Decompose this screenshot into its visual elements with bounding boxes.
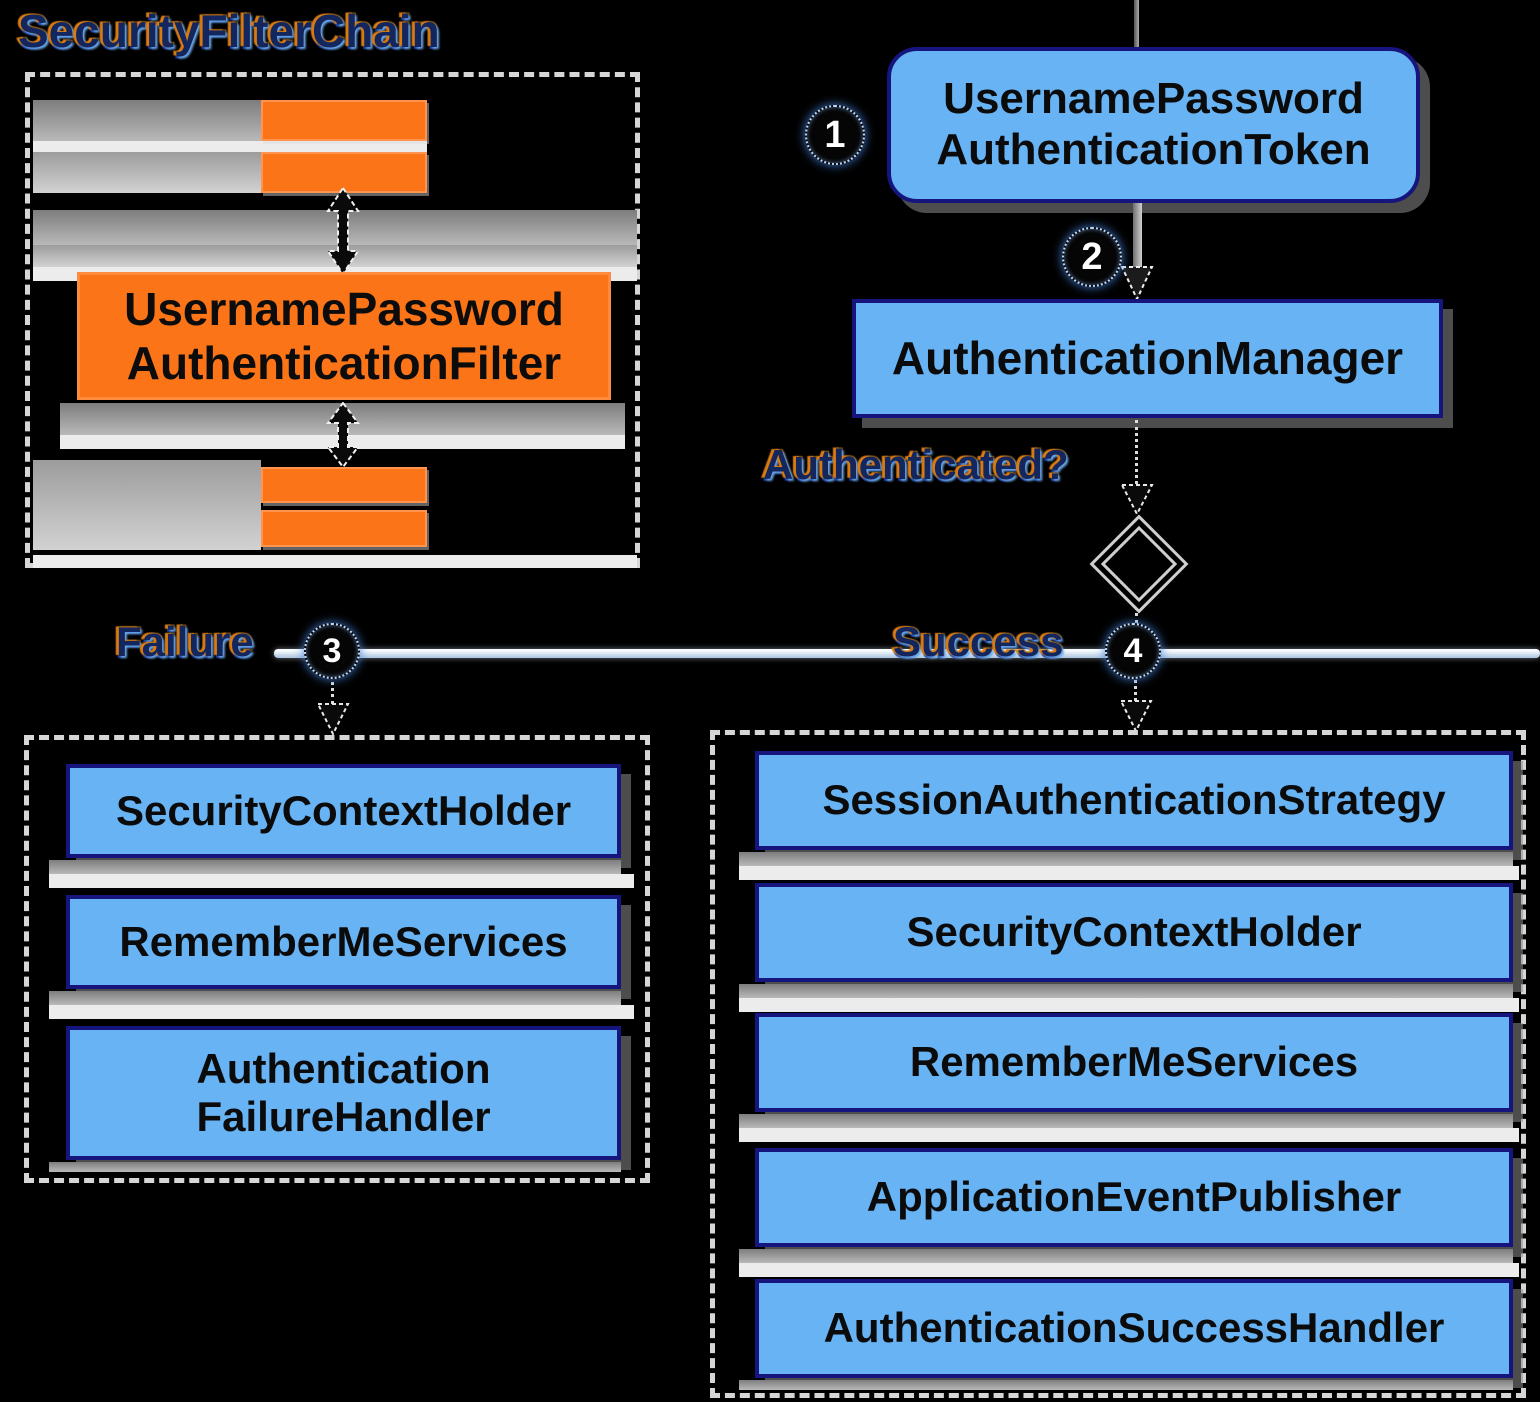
white-stripe: [49, 1005, 634, 1019]
branch-line: [274, 649, 1540, 658]
success-label: Success: [893, 618, 1064, 665]
white-stripe: [739, 1128, 1519, 1142]
white-stripe: [739, 1263, 1519, 1277]
double-arrow-icon: [326, 402, 360, 468]
gray-stripe: [33, 460, 261, 550]
double-arrow-icon: [326, 187, 360, 275]
connector-line: [1134, 675, 1137, 701]
gray-stripe: [49, 1162, 621, 1172]
step-3-badge: 3: [304, 623, 360, 679]
white-stripe: [33, 555, 637, 568]
box-label: ApplicationEventPublisher: [866, 1173, 1402, 1221]
white-stripe: [33, 141, 427, 152]
token-label-line1: UsernamePassword: [943, 74, 1364, 124]
application-event-publisher-box: ApplicationEventPublisher: [755, 1148, 1513, 1247]
box-label-line2: FailureHandler: [196, 1093, 491, 1140]
failure-label: Failure: [116, 618, 254, 665]
arrowhead-down-icon: [1120, 484, 1154, 516]
gray-stripe: [739, 852, 1513, 866]
session-authentication-strategy-box: SessionAuthenticationStrategy: [755, 751, 1513, 850]
box-label: RememberMeServices: [909, 1038, 1359, 1086]
step-2-badge: 2: [1062, 227, 1122, 287]
arrowhead-down-icon: [1120, 266, 1154, 301]
remember-me-services-box: RememberMeServices: [66, 895, 621, 989]
decision-diamond-inner: [1100, 525, 1178, 603]
security-filter-chain-title: SecurityFilterChain: [18, 5, 440, 57]
decision-diamond: [1089, 514, 1189, 614]
arrowhead-down-icon: [316, 703, 350, 736]
username-password-authentication-filter-box: UsernamePassword AuthenticationFilter: [77, 272, 611, 400]
authenticated-question-label: Authenticated?: [763, 441, 1069, 488]
success-branch-box: SessionAuthenticationStrategy SecurityCo…: [710, 730, 1526, 1398]
gray-stripe: [49, 860, 621, 874]
box-label: RememberMeServices: [119, 917, 568, 965]
gray-stripe: [739, 1380, 1513, 1390]
authentication-manager-box: AuthenticationManager: [852, 299, 1443, 418]
gray-stripe: [33, 100, 261, 141]
white-stripe: [739, 998, 1519, 1012]
token-label-line2: AuthenticationToken: [936, 125, 1371, 174]
gray-stripe: [739, 1249, 1513, 1263]
step-4-badge: 4: [1105, 623, 1161, 679]
gray-stripe: [49, 991, 621, 1005]
gray-stripe: [33, 210, 637, 245]
box-label: SecurityContextHolder: [115, 786, 572, 834]
box-label: SessionAuthenticationStrategy: [822, 776, 1446, 824]
authentication-success-handler-box: AuthenticationSuccessHandler: [755, 1279, 1513, 1378]
filter-bar: [261, 100, 427, 141]
step-1-badge: 1: [805, 105, 865, 165]
filter-bar: [261, 467, 427, 503]
filter-label-line1: UsernamePassword: [124, 282, 564, 335]
security-filter-chain-box: UsernamePassword AuthenticationFilter: [25, 72, 640, 568]
box-label-line1: Authentication: [196, 1044, 491, 1092]
white-stripe: [49, 874, 634, 888]
filter-bar: [261, 510, 427, 547]
security-context-holder-box: SecurityContextHolder: [66, 764, 621, 858]
remember-me-services-box: RememberMeServices: [755, 1013, 1513, 1112]
connector-line: [331, 675, 334, 705]
security-context-holder-box: SecurityContextHolder: [755, 883, 1513, 982]
gray-stripe: [739, 1114, 1513, 1128]
connector-line: [1133, 203, 1142, 269]
failure-branch-box: SecurityContextHolder RememberMeServices…: [24, 735, 650, 1183]
connector-line: [1135, 420, 1138, 484]
username-password-authentication-token-box: UsernamePassword AuthenticationToken: [887, 47, 1420, 203]
gray-stripe: [739, 984, 1513, 998]
gray-stripe: [33, 152, 261, 193]
authentication-failure-handler-box: Authentication FailureHandler: [66, 1026, 621, 1160]
filter-label-line2: AuthenticationFilter: [126, 337, 562, 389]
connector-line: [1135, 606, 1138, 624]
white-stripe: [739, 866, 1519, 880]
connector-line: [1134, 0, 1139, 47]
arrowhead-down-icon: [1119, 700, 1153, 733]
box-label: SecurityContextHolder: [906, 908, 1362, 956]
manager-label: AuthenticationManager: [891, 332, 1404, 385]
box-label: AuthenticationSuccessHandler: [823, 1304, 1445, 1352]
